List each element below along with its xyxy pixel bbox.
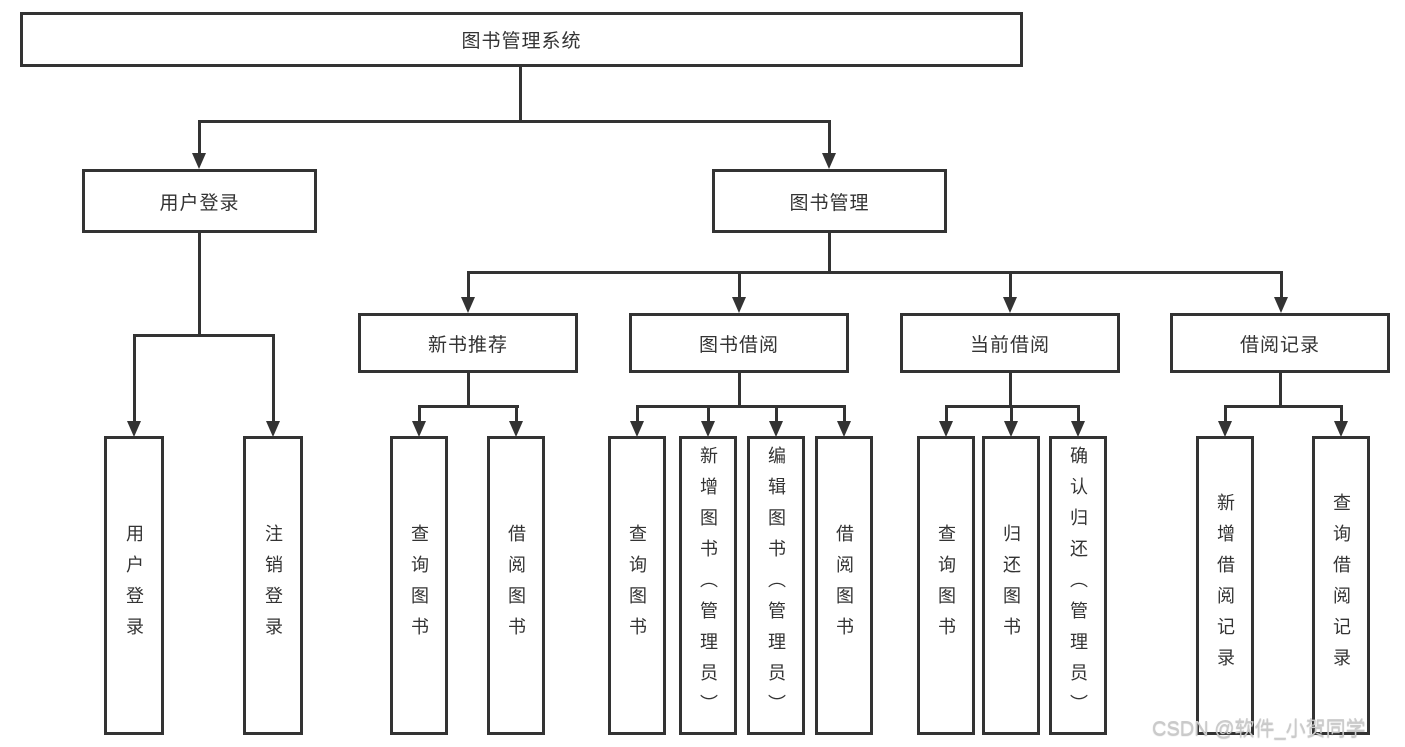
connector-line bbox=[828, 120, 831, 157]
node-user-login: 用户登录 bbox=[82, 169, 317, 233]
node-root: 图书管理系统 bbox=[20, 12, 1023, 67]
connector-line bbox=[515, 405, 518, 423]
connector-line bbox=[1010, 405, 1013, 423]
connector-line bbox=[198, 120, 831, 123]
arrowhead-down-icon bbox=[701, 421, 715, 437]
node-borrowing-records: 借阅记录 bbox=[1170, 313, 1390, 373]
connector-line bbox=[198, 233, 201, 337]
connector-line bbox=[1340, 405, 1343, 423]
node-new-book-recommend: 新书推荐 bbox=[358, 313, 578, 373]
node-root-label: 图书管理系统 bbox=[461, 31, 582, 52]
connector-line bbox=[418, 405, 519, 408]
arrowhead-down-icon bbox=[127, 421, 141, 437]
connector-line bbox=[198, 120, 201, 157]
connector-line bbox=[843, 405, 846, 423]
arrowhead-down-icon bbox=[461, 297, 475, 313]
arrowhead-down-icon bbox=[822, 153, 836, 169]
arrowhead-down-icon bbox=[769, 421, 783, 437]
leaf-edit-books-admin: 编辑图书（管理员） bbox=[747, 436, 805, 735]
leaf-borrow-books-2: 借阅图书 bbox=[815, 436, 873, 735]
leaf-borrow-books-1: 借阅图书 bbox=[487, 436, 545, 735]
node-book-borrowing-label: 图书借阅 bbox=[698, 334, 779, 356]
leaf-return-books: 归还图书 bbox=[982, 436, 1040, 735]
arrowhead-down-icon bbox=[1004, 421, 1018, 437]
connector-line bbox=[738, 271, 741, 301]
node-book-management: 图书管理 bbox=[712, 169, 947, 233]
arrowhead-down-icon bbox=[1334, 421, 1348, 437]
connector-line bbox=[133, 334, 136, 423]
node-user-login-label: 用户登录 bbox=[159, 192, 240, 214]
connector-line bbox=[636, 405, 846, 408]
node-book-borrowing: 图书借阅 bbox=[629, 313, 849, 373]
node-borrowing-records-label: 借阅记录 bbox=[1239, 334, 1320, 356]
arrowhead-down-icon bbox=[630, 421, 644, 437]
arrowhead-down-icon bbox=[1218, 421, 1232, 437]
node-new-book-recommend-label: 新书推荐 bbox=[427, 334, 508, 356]
connector-line bbox=[1009, 373, 1012, 408]
leaf-confirm-return-admin: 确认归还（管理员） bbox=[1049, 436, 1107, 735]
arrowhead-down-icon bbox=[939, 421, 953, 437]
connector-line bbox=[418, 405, 421, 423]
node-current-borrowing: 当前借阅 bbox=[900, 313, 1120, 373]
connector-line bbox=[467, 373, 470, 408]
connector-line bbox=[519, 67, 522, 123]
connector-line bbox=[738, 373, 741, 408]
arrowhead-down-icon bbox=[837, 421, 851, 437]
leaf-user-login: 用户登录 bbox=[104, 436, 164, 735]
connector-line bbox=[1009, 271, 1012, 301]
connector-line bbox=[467, 271, 1283, 274]
connector-line bbox=[707, 405, 710, 423]
leaf-add-borrow-record: 新增借阅记录 bbox=[1196, 436, 1254, 735]
arrowhead-down-icon bbox=[732, 297, 746, 313]
leaf-query-borrow-record: 查询借阅记录 bbox=[1312, 436, 1370, 735]
connector-line bbox=[636, 405, 639, 423]
connector-line bbox=[1279, 373, 1282, 408]
leaf-query-books-2: 查询图书 bbox=[608, 436, 666, 735]
connector-line bbox=[1077, 405, 1080, 423]
node-book-management-label: 图书管理 bbox=[789, 192, 870, 214]
leaf-query-books-3: 查询图书 bbox=[917, 436, 975, 735]
leaf-query-books-1: 查询图书 bbox=[390, 436, 448, 735]
arrowhead-down-icon bbox=[1274, 297, 1288, 313]
connector-line bbox=[828, 233, 831, 274]
connector-line bbox=[945, 405, 948, 423]
arrowhead-down-icon bbox=[1003, 297, 1017, 313]
arrowhead-down-icon bbox=[1071, 421, 1085, 437]
connector-line bbox=[272, 334, 275, 423]
connector-line bbox=[1224, 405, 1227, 423]
leaf-logout: 注销登录 bbox=[243, 436, 303, 735]
arrowhead-down-icon bbox=[509, 421, 523, 437]
connector-line bbox=[133, 334, 275, 337]
csdn-watermark: CSDN @软件_小贺同学 bbox=[1152, 718, 1366, 740]
arrowhead-down-icon bbox=[412, 421, 426, 437]
arrowhead-down-icon bbox=[266, 421, 280, 437]
connector-line bbox=[775, 405, 778, 423]
arrowhead-down-icon bbox=[192, 153, 206, 169]
connector-line bbox=[1280, 271, 1283, 301]
node-current-borrowing-label: 当前借阅 bbox=[969, 334, 1050, 356]
leaf-add-books-admin: 新增图书（管理员） bbox=[679, 436, 737, 735]
connector-line bbox=[467, 271, 470, 301]
connector-line bbox=[1224, 405, 1343, 408]
